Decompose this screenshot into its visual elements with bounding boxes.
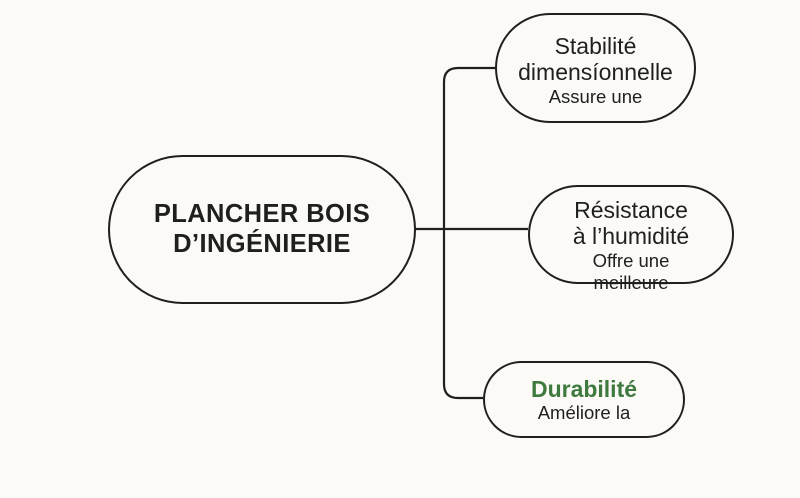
node-resistance-a-lhumidite[interactable]: Résistance à l’humidité Offre une meille…	[528, 185, 734, 293]
connector-to-stabilite	[442, 66, 495, 229]
node-durabilite[interactable]: Durabilité Améliore la	[483, 361, 685, 438]
node-durabilite-subtitle: Améliore la	[537, 402, 631, 424]
node-plancher-bois-dingenierie[interactable]: PLANCHER BOIS D’INGÉNIERIE	[108, 155, 416, 304]
node-stabilite-subtitle: Assure une	[548, 85, 643, 107]
node-stabilite-title: Stabilité dimensíonnelle	[518, 33, 673, 86]
node-stabilite-dimensionnelle[interactable]: Stabilité dimensíonnelle Assure une	[495, 13, 696, 123]
node-resistance-title: Résistance à l’humidité	[572, 197, 690, 250]
node-durabilite-title: Durabilité	[530, 375, 638, 402]
connector-to-durabilite	[442, 229, 483, 400]
node-root-title: PLANCHER BOIS D’INGÉNIERIE	[153, 200, 371, 258]
node-resistance-subtitle: Offre une meilleure	[592, 250, 670, 293]
